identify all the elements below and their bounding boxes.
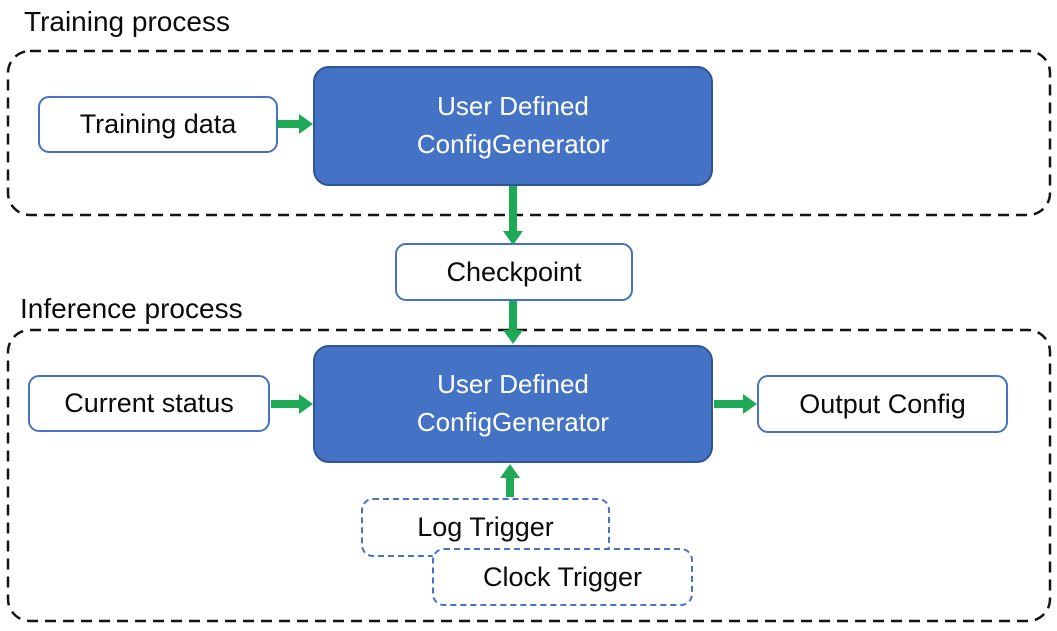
training-process-label: Training process	[24, 6, 230, 37]
arrow-checkpoint-to-configgenerator-icon	[503, 301, 523, 344]
inference-config-generator-label-line2: ConfigGenerator	[416, 407, 610, 437]
inference-config-generator-node: User Defined ConfigGenerator	[313, 345, 713, 463]
training-config-generator-label-line1: User Defined	[437, 91, 589, 122]
training-config-generator-node: User Defined ConfigGenerator	[313, 66, 713, 186]
arrow-training-data-to-configgenerator-icon	[277, 114, 313, 134]
arrow-log-trigger-to-configgenerator-icon	[500, 464, 520, 497]
arrow-configgenerator-to-output-config-icon	[714, 394, 757, 414]
current-status-label: Current status	[64, 388, 234, 418]
inference-config-generator-label-line1: User Defined	[437, 369, 589, 400]
clock-trigger-label: Clock Trigger	[482, 561, 643, 592]
arrow-configgenerator-to-checkpoint-icon	[503, 186, 523, 245]
training-data-node: Training data	[38, 96, 278, 153]
checkpoint-label: Checkpoint	[446, 256, 582, 287]
log-trigger-label: Log Trigger	[417, 512, 554, 542]
arrow-current-status-to-configgenerator-icon	[271, 394, 313, 414]
inference-process-label: Inference process	[20, 293, 243, 324]
training-data-label: Training data	[79, 109, 237, 139]
output-config-label: Output Config	[799, 388, 966, 419]
training-config-generator-label-line2: ConfigGenerator	[416, 129, 610, 159]
checkpoint-node: Checkpoint	[395, 243, 633, 301]
output-config-node: Output Config	[757, 375, 1008, 433]
current-status-node: Current status	[28, 375, 270, 432]
clock-trigger-node: Clock Trigger	[432, 548, 693, 606]
